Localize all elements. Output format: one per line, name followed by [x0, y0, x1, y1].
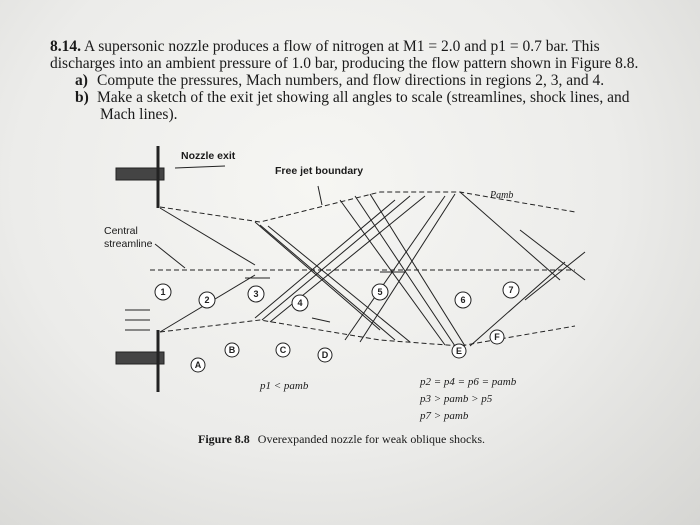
pamb-label: Pamb: [490, 190, 514, 201]
region-7-marker: 7: [502, 281, 520, 299]
free-jet-boundary-label: Free jet boundary: [275, 165, 364, 177]
figure-caption: Figure 8.8 Overexpanded nozzle for weak o…: [198, 432, 485, 447]
reflected-line-1: [254, 221, 381, 331]
point-e-label: E: [456, 346, 462, 356]
region-2-label: 2: [204, 295, 209, 305]
point-b-label: B: [229, 345, 236, 355]
region-7-label: 7: [508, 285, 513, 295]
lower-jet-boundary: [159, 319, 576, 347]
region-1-marker: 1: [154, 283, 172, 301]
problem-line-2: discharges into an ambient pressure of 1…: [50, 55, 639, 72]
part-a-label: a): [75, 72, 88, 89]
part-a: a) Compute the pressures, Mach numbers, a…: [50, 72, 650, 89]
central-streamline-leader: [154, 243, 186, 269]
downstream-line-2: [469, 261, 566, 347]
caption-text: Overexpanded nozzle for weak oblique sho…: [257, 432, 486, 446]
part-b-label: b): [75, 89, 89, 106]
point-f-label: F: [494, 332, 500, 342]
point-a-label: A: [195, 360, 202, 370]
reflected-line-2: [259, 224, 396, 341]
point-e-marker: E: [451, 343, 467, 359]
relation-3: p7 > pamb: [420, 410, 469, 422]
flow-arrow-4: [311, 317, 331, 323]
nozzle-exit-leader: [174, 165, 226, 169]
reflected-line-5: [261, 195, 411, 321]
caption-label: Figure 8.8: [198, 432, 250, 446]
region-3-marker: 3: [247, 285, 265, 303]
part-b-text-1: Make a sketch of the exit jet showing al…: [97, 89, 630, 106]
region-4-label: 4: [297, 298, 302, 308]
part-b: b) Make a sketch of the exit jet showing …: [50, 89, 650, 106]
point-d-label: D: [322, 350, 329, 360]
problem-number: 8.14.: [50, 38, 81, 55]
expansion-line-3: [369, 193, 466, 347]
relation-p1: p1 < pamb: [260, 380, 309, 392]
reflected-line-3: [267, 225, 411, 343]
region-4-marker: 4: [291, 294, 309, 312]
region-1-label: 1: [160, 287, 165, 297]
point-b-marker: B: [224, 342, 240, 358]
relation-2: p3 > pamb > p5: [420, 393, 493, 405]
region-6-marker: 6: [454, 291, 472, 309]
point-d-marker: D: [317, 347, 333, 363]
point-a-marker: A: [190, 357, 206, 373]
central-label: Central: [104, 225, 138, 237]
lower-nozzle-wall: [115, 351, 165, 365]
upper-nozzle-wall: [115, 167, 165, 181]
region-2-marker: 2: [198, 291, 216, 309]
point-f-marker: F: [489, 329, 505, 345]
streamline-label: streamline: [104, 238, 153, 250]
upper-lip-shock: [159, 207, 256, 266]
downstream-line-4: [524, 251, 586, 301]
relation-1: p2 = p4 = p6 = pamb: [420, 376, 517, 388]
point-c-marker: C: [275, 342, 291, 358]
region-6-label: 6: [460, 295, 465, 305]
problem-line-1: 8.14. A supersonic nozzle produces a flo…: [50, 38, 650, 55]
part-b-text-2: Mach lines).: [100, 106, 178, 123]
region-3-label: 3: [253, 289, 258, 299]
point-c-label: C: [280, 345, 287, 355]
problem-statement: 8.14. A supersonic nozzle produces a flo…: [50, 38, 650, 123]
free-jet-leader: [317, 185, 323, 206]
nozzle-exit-label: Nozzle exit: [181, 150, 236, 162]
problem-text-1: A supersonic nozzle produces a flow of n…: [84, 38, 600, 55]
region-5-marker: 5: [371, 283, 389, 301]
expansion-line-4: [344, 195, 446, 341]
expansion-line-5: [359, 193, 456, 343]
upper-jet-boundary: [159, 191, 576, 223]
region-5-label: 5: [377, 287, 382, 297]
downstream-line-1: [459, 191, 561, 281]
part-a-text: Compute the pressures, Mach numbers, and…: [97, 72, 605, 89]
reflected-line-4: [254, 199, 396, 319]
downstream-line-3: [519, 229, 586, 281]
